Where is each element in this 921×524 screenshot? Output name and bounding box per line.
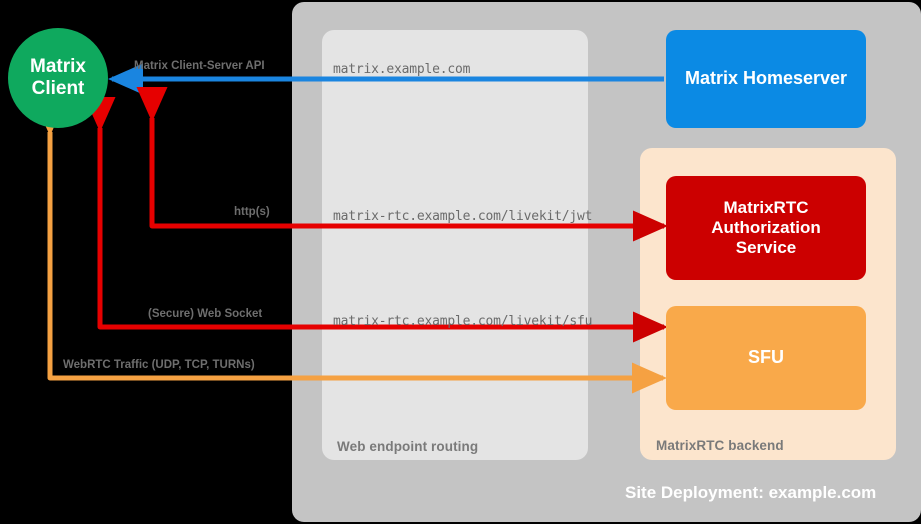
node-matrixrtc-authorization-service[interactable]: MatrixRTC Authorization Service (666, 176, 866, 280)
endpoint-url-livekit-jwt: matrix-rtc.example.com/livekit/jwt (333, 209, 593, 224)
endpoint-url-matrix: matrix.example.com (333, 62, 471, 77)
endpoint-url-livekit-sfu: matrix-rtc.example.com/livekit/sfu (333, 314, 593, 329)
auth-label-line2: Authorization (711, 218, 821, 238)
edge-label-matrix-client-server-api: Matrix Client-Server API (134, 60, 265, 72)
node-matrix-client[interactable]: Matrix Client (8, 28, 108, 128)
node-matrix-homeserver[interactable]: Matrix Homeserver (666, 30, 866, 128)
auth-label-line3: Service (735, 237, 797, 257)
web-endpoint-routing-panel (322, 30, 588, 460)
node-sfu[interactable]: SFU (666, 306, 866, 410)
edge-label-secure-web-socket: (Secure) Web Socket (148, 308, 263, 320)
caption-site-deployment: Site Deployment: example.com (625, 483, 877, 502)
caption-web-endpoint-routing: Web endpoint routing (337, 439, 479, 454)
edge-label-webrtc-traffic: WebRTC Traffic (UDP, TCP, TURNs) (63, 359, 255, 371)
client-label-line1: Matrix (30, 55, 86, 77)
client-label-line2: Client (31, 78, 85, 99)
auth-label-line1: MatrixRTC (723, 198, 809, 218)
edge-label-http-s: http(s) (234, 206, 270, 218)
caption-matrixrtc-backend: MatrixRTC backend (656, 438, 784, 453)
sfu-label: SFU (748, 347, 784, 368)
homeserver-label: Matrix Homeserver (684, 68, 848, 89)
